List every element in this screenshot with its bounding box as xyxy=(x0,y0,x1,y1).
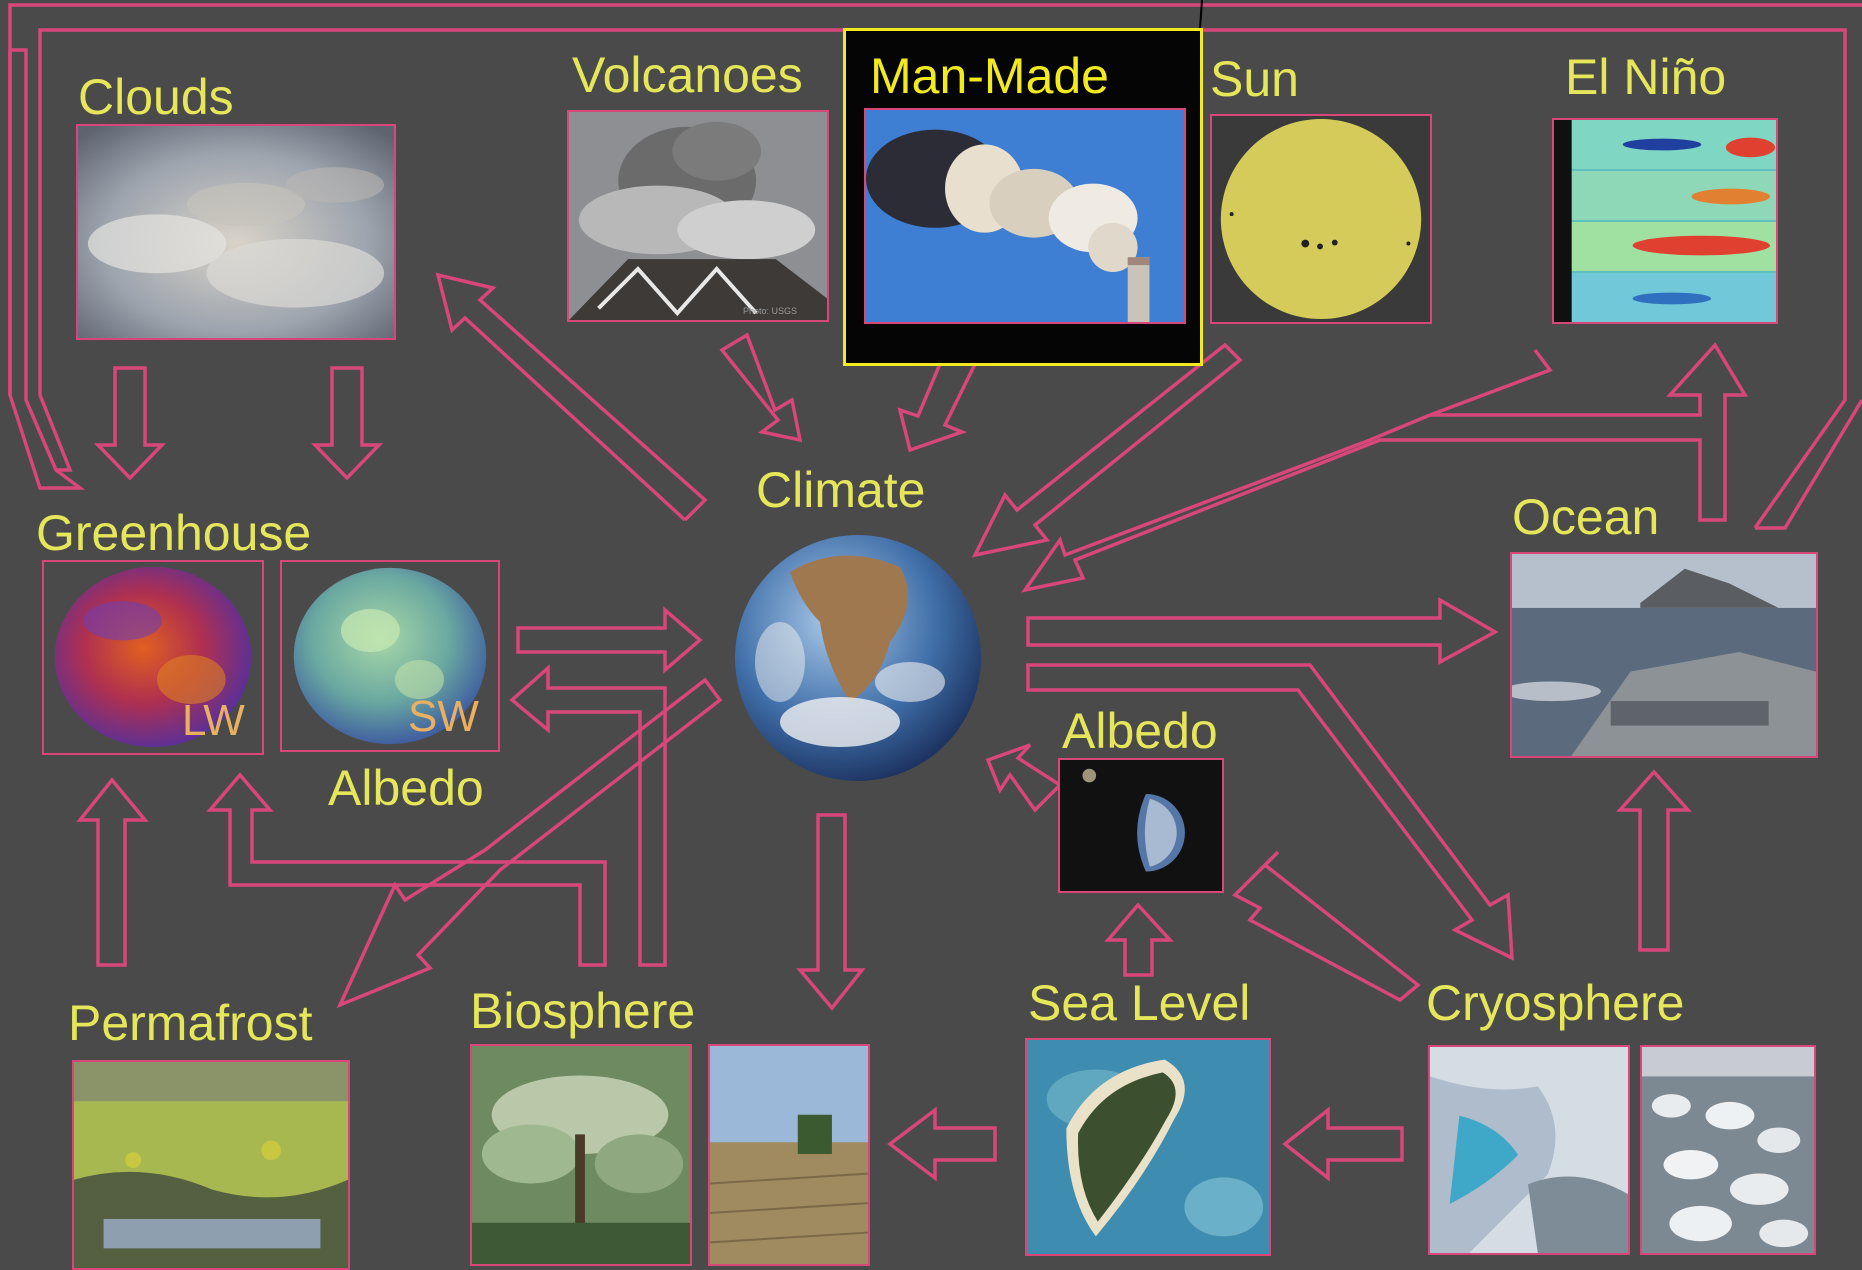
pointer-line xyxy=(1199,0,1203,29)
label-clouds: Clouds xyxy=(78,69,234,125)
ocean-image xyxy=(1510,552,1818,758)
label-albedo-right: Albedo xyxy=(1062,703,1218,759)
arrow-sun-to-climate xyxy=(971,342,1243,558)
label-permafrost: Permafrost xyxy=(68,995,313,1051)
arrow-cryosphere-to-albedo xyxy=(1232,850,1421,1003)
el-nino-image xyxy=(1552,118,1778,324)
arrow-cryosphere-to-sealevel xyxy=(1282,1106,1404,1182)
smokestack-image xyxy=(864,108,1186,324)
forest-fern-image xyxy=(470,1044,692,1266)
sw-tag: SW xyxy=(408,692,479,741)
label-albedo-left: Albedo xyxy=(328,760,484,816)
arrow-volcanoes-to-climate xyxy=(719,332,803,443)
arrow-clouds-to-greenhouse xyxy=(93,366,167,481)
clouds-image xyxy=(76,124,396,340)
label-sea-level: Sea Level xyxy=(1028,975,1251,1031)
outer-frame-line-right xyxy=(1755,399,1862,530)
loop-arrow-ocean-to-greenhouse xyxy=(8,28,1847,530)
lw-tag: LW xyxy=(182,696,245,745)
label-volcanoes: Volcanoes xyxy=(572,47,803,103)
volcano-image: Photo: USGS xyxy=(567,110,829,322)
photo-credit: Photo: USGS xyxy=(742,306,797,316)
permafrost-image xyxy=(72,1060,350,1270)
label-cryosphere: Cryosphere xyxy=(1426,975,1685,1031)
earth-moon-image xyxy=(1058,758,1224,893)
arrow-climate-to-cryosphere xyxy=(1026,663,1514,961)
glacier-melt-image xyxy=(1428,1045,1630,1255)
arrow-climate-to-ocean xyxy=(1026,596,1499,665)
sun-image xyxy=(1210,114,1432,324)
island-image xyxy=(1025,1038,1271,1256)
earth-image xyxy=(730,532,986,784)
arrow-greenhouse-to-climate xyxy=(516,606,703,674)
label-climate: Climate xyxy=(756,462,926,518)
arrow-cryosphere-to-ocean xyxy=(1616,769,1692,952)
arrow-permafrost-to-greenhouse xyxy=(76,777,149,967)
arrow-biosphere-to-albedo xyxy=(509,664,667,967)
farm-field-image xyxy=(708,1044,870,1266)
shortwave-globe-image: SW xyxy=(280,560,500,752)
label-biosphere: Biosphere xyxy=(470,983,696,1039)
outer-frame-line xyxy=(8,3,1862,395)
label-el-nino: El Niño xyxy=(1565,49,1727,105)
arrow-albedo-to-climate xyxy=(985,743,1063,813)
arrow-elnino-to-climate xyxy=(1021,342,1749,593)
arrow-manmade-to-climate xyxy=(897,342,981,453)
longwave-globe-image: LW xyxy=(42,560,264,755)
label-sun: Sun xyxy=(1210,51,1299,107)
label-ocean: Ocean xyxy=(1512,489,1660,545)
arrow-climate-to-biosphere xyxy=(796,813,866,1011)
label-greenhouse: Greenhouse xyxy=(36,505,312,561)
arrow-biosphere-to-greenhouse xyxy=(206,772,607,967)
arrow-climate-to-permafrost xyxy=(336,677,723,1009)
label-man-made: Man-Made xyxy=(870,48,1109,104)
arrow-climate-to-clouds xyxy=(435,272,708,522)
arrow-sealevel-to-albedo xyxy=(1104,902,1174,977)
arrow-clouds-to-albedo xyxy=(310,366,384,481)
arrow-sealevel-to-biosphere xyxy=(887,1106,997,1182)
sea-ice-image xyxy=(1640,1045,1816,1255)
